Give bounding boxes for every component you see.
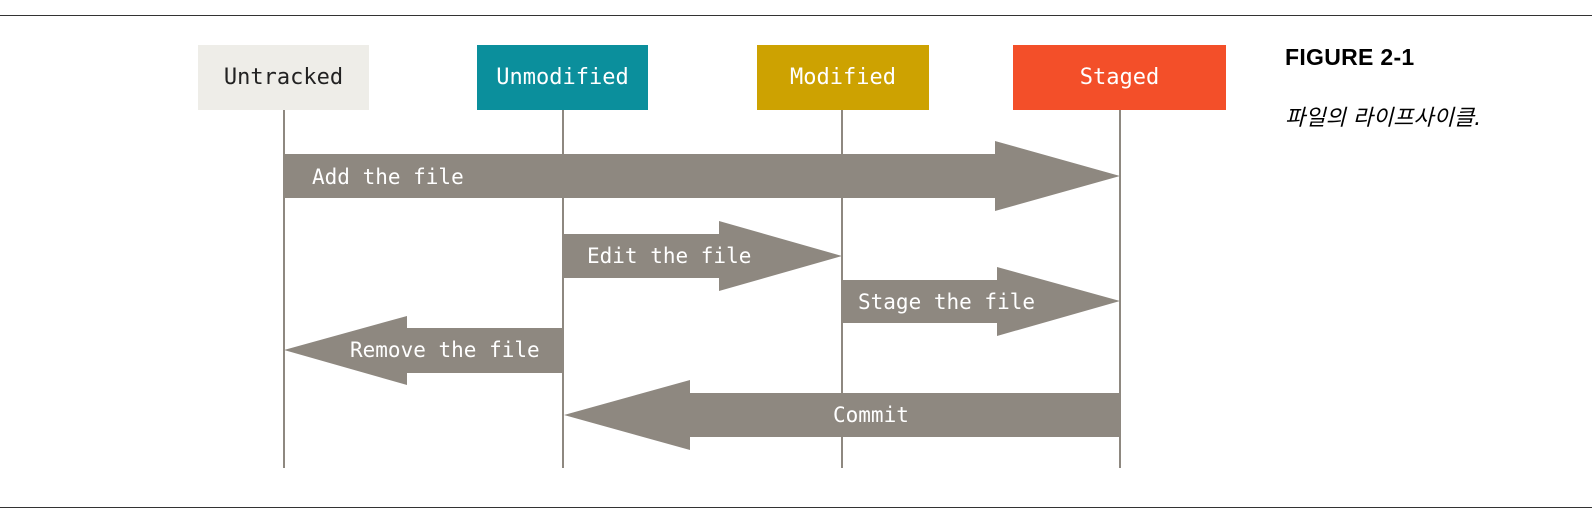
state-unmodified: Unmodified [477,45,648,110]
arrow-add-the-file-shape [285,141,1120,211]
state-unmodified-label: Unmodified [496,65,629,90]
figure-caption: 파일의 라이프사이클. [1285,106,1482,131]
arrow-remove-the-file-label: Remove the file [350,338,540,362]
arrow-remove-the-file-shape [284,316,563,385]
state-staged: Staged [1013,45,1226,110]
arrow-stage-the-file: Stage the file [843,267,1120,336]
lifeline-untracked [283,110,285,468]
arrow-edit-the-file-label: Edit the file [587,244,751,268]
state-untracked: Untracked [198,45,369,110]
state-untracked-label: Untracked [223,65,344,90]
arrow-add-the-file: Add the file [285,141,1120,211]
arrow-commit: Commit [564,380,1120,450]
state-staged-label: Staged [1079,65,1160,90]
state-modified: Modified [757,45,929,110]
figure-number: FIGURE 2-1 [1285,44,1415,70]
arrow-commit-label: Commit [833,403,909,427]
lifeline-unmodified [562,110,564,468]
state-modified-label: Modified [790,65,896,90]
arrow-edit-the-file: Edit the file [564,221,842,291]
arrow-stage-the-file-shape [843,267,1120,336]
lifeline-modified [841,110,843,468]
arrow-remove-the-file: Remove the file [284,316,563,385]
lifeline-staged [1119,110,1121,468]
arrow-add-the-file-label: Add the file [312,165,464,189]
top-rule [0,15,1592,16]
arrow-commit-shape [564,380,1120,450]
arrow-stage-the-file-label: Stage the file [858,290,1035,314]
bottom-rule [0,507,1592,508]
arrow-edit-the-file-shape [564,221,842,291]
